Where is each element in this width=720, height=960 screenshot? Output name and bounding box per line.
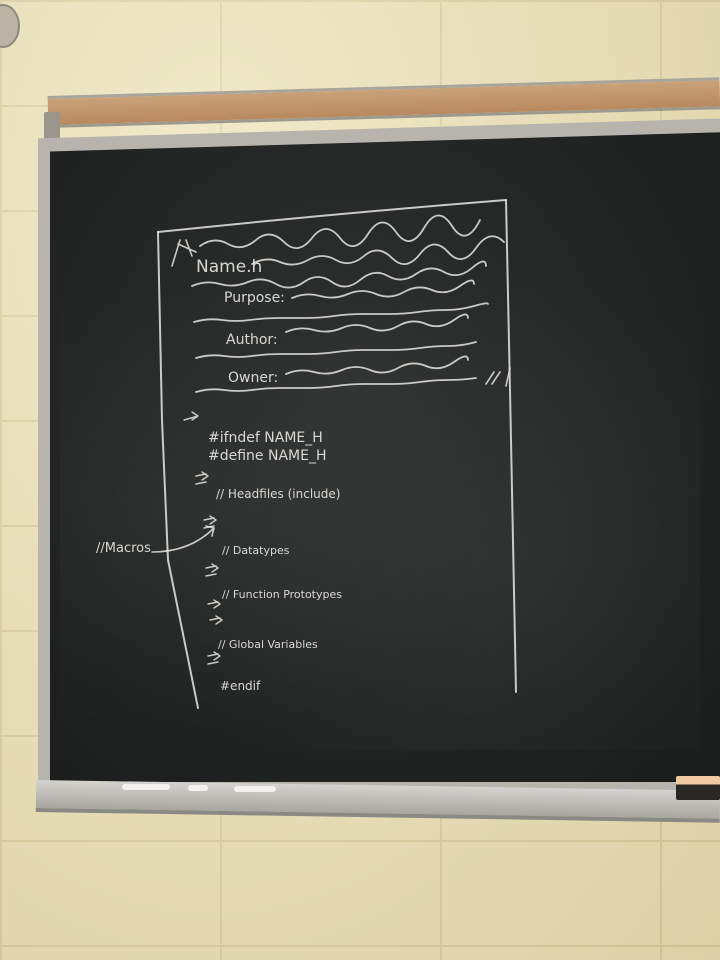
chalk-globals: // Global Variables <box>218 638 318 651</box>
comment-close-mark <box>485 367 511 387</box>
arrow-2 <box>195 471 209 485</box>
page-outline-top <box>157 199 507 233</box>
chalkboard-eraser <box>676 776 720 800</box>
arrow-5 <box>207 599 221 609</box>
wavy-line-1 <box>199 214 481 249</box>
arrow-6 <box>209 615 223 625</box>
wavy-line-5 <box>193 302 489 323</box>
arrow-4 <box>205 563 219 577</box>
chalk-prototypes: // Function Prototypes <box>222 588 342 601</box>
chalkboard <box>50 132 720 782</box>
rail-clip <box>44 112 60 142</box>
wavy-line-9 <box>195 377 477 393</box>
page-outline-left <box>157 231 199 709</box>
wavy-line-7 <box>195 341 477 359</box>
comment-open-mark <box>171 239 197 267</box>
arrow-7 <box>207 651 221 665</box>
chalk-macros: //Macros <box>96 541 151 556</box>
chalk-name-h: Name.h <box>196 257 262 277</box>
chalk-define: #define NAME_H <box>208 448 327 464</box>
macros-arrow <box>151 525 215 553</box>
wavy-line-2 <box>251 235 505 266</box>
arrow-1 <box>183 411 199 421</box>
wavy-line-8 <box>285 355 469 375</box>
wavy-line-6 <box>285 313 469 333</box>
wavy-line-4 <box>291 279 475 299</box>
wavy-line-3 <box>191 260 487 289</box>
chalk-purpose: Purpose: <box>224 290 285 306</box>
page-outline-right <box>505 199 517 693</box>
chalk-ifndef: #ifndef NAME_H <box>208 430 323 446</box>
chalk-stick <box>234 786 276 792</box>
chalk-owner: Owner: <box>228 370 278 386</box>
chalk-datatypes: // Datatypes <box>222 544 290 557</box>
chalk-stick <box>122 784 170 790</box>
chalk-author: Author: <box>226 332 278 348</box>
chalk-stick <box>188 785 208 791</box>
chalk-headfiles: // Headfiles (include) <box>216 487 340 501</box>
chalk-endif: #endif <box>220 679 261 693</box>
